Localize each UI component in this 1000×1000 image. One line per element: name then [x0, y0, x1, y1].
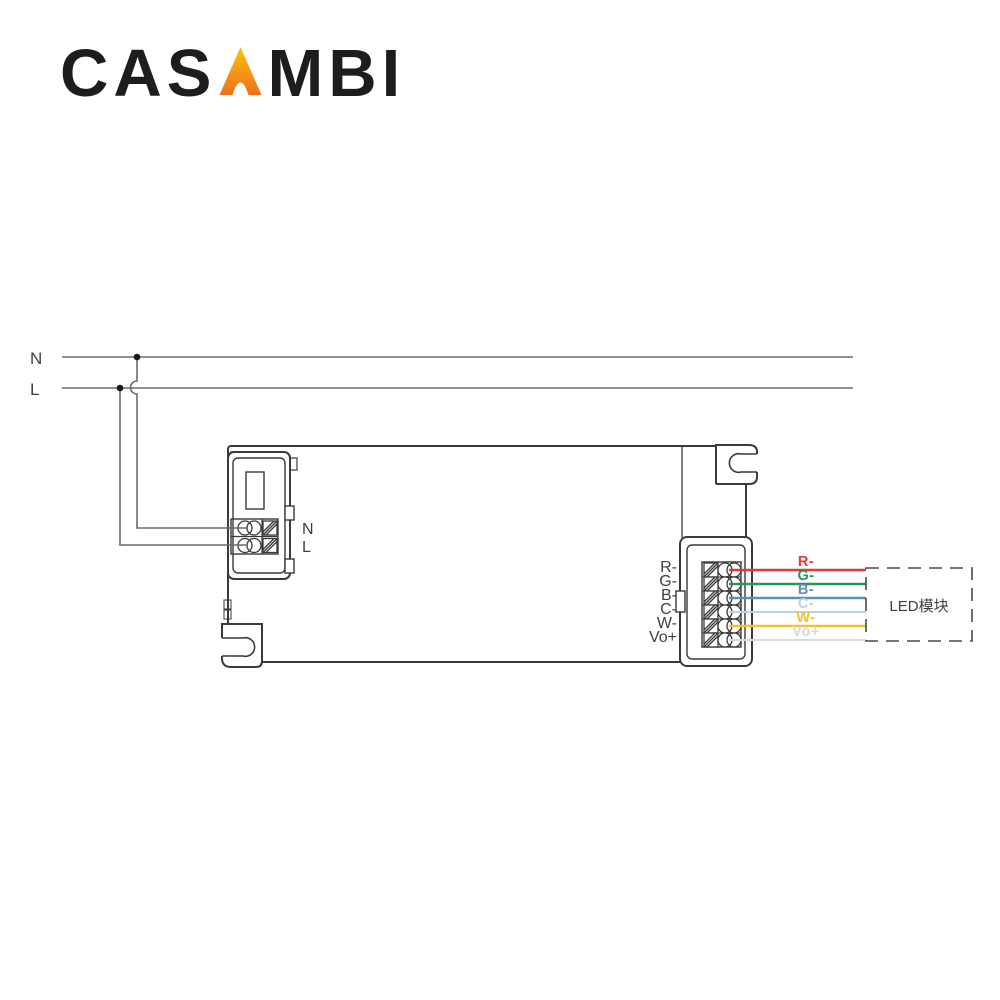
led-driver: [221, 444, 758, 668]
mounting-tab-bottom-left: [221, 623, 263, 668]
wire-label-w: W-: [796, 610, 815, 626]
mounting-slot: [728, 452, 757, 474]
terminal-label-vo: Vo+: [649, 629, 677, 646]
junction-dot-live: [116, 384, 124, 392]
wire-label-c: C-: [798, 596, 814, 612]
wire-label-vo: Vo+: [792, 624, 819, 640]
led-module: LED模块: [865, 567, 973, 642]
casambi-logo: CAS MBI: [60, 40, 405, 107]
mounting-slot: [222, 636, 256, 658]
input-connector: [227, 451, 295, 580]
diagram-labels: N L N L R- G- B- C- W- Vo+: [30, 349, 677, 646]
mains-neutral-label: N: [30, 349, 42, 368]
mounting-tab-outline: [221, 623, 263, 668]
mains-wiring: [62, 353, 853, 546]
driver-left-edge-detail: [223, 609, 232, 620]
wire-label-g: G-: [797, 568, 814, 584]
input-connector-latch: [284, 558, 295, 574]
terminal-label-b: B-: [661, 587, 677, 604]
output-connector-inner: [686, 544, 746, 660]
input-connector-latch: [284, 505, 295, 521]
live-drop-wire: [119, 388, 248, 546]
mains-live-label: L: [30, 380, 39, 399]
mounting-tab-top-right: [715, 444, 758, 485]
logo-a-shape: [219, 47, 262, 95]
input-terminal-n-label: N: [302, 521, 314, 538]
logo-text-prefix: CAS: [60, 36, 217, 111]
terminal-label-w: W-: [657, 615, 677, 632]
wire-label-r: R-: [798, 554, 814, 570]
wire-label-b: B-: [798, 582, 814, 598]
mounting-tab-outline: [715, 444, 758, 485]
input-connector-window: [245, 471, 265, 510]
junction-dot-neutral: [133, 353, 141, 361]
casambi-a-icon: [219, 47, 262, 95]
output-terminal-labels: R- G- B- C- W- Vo+: [649, 559, 677, 646]
input-connector-housing: [227, 451, 291, 580]
driver-left-edge-detail: [223, 599, 232, 610]
neutral-drop-wire: [129, 357, 248, 529]
output-wires: [729, 568, 866, 641]
wire-labels: R- G- B- C- W- Vo+: [792, 554, 819, 640]
logo-text-suffix: MBI: [267, 36, 406, 111]
input-terminal-l-label: L: [302, 539, 311, 556]
terminal-label-g: G-: [659, 573, 677, 590]
output-connector: [675, 536, 753, 667]
terminal-label-c: C-: [660, 601, 677, 618]
led-module-label: LED模块: [889, 598, 948, 615]
led-module-box: [865, 567, 973, 642]
terminal-label-r: R-: [660, 559, 677, 576]
output-connector-latch: [675, 590, 686, 613]
